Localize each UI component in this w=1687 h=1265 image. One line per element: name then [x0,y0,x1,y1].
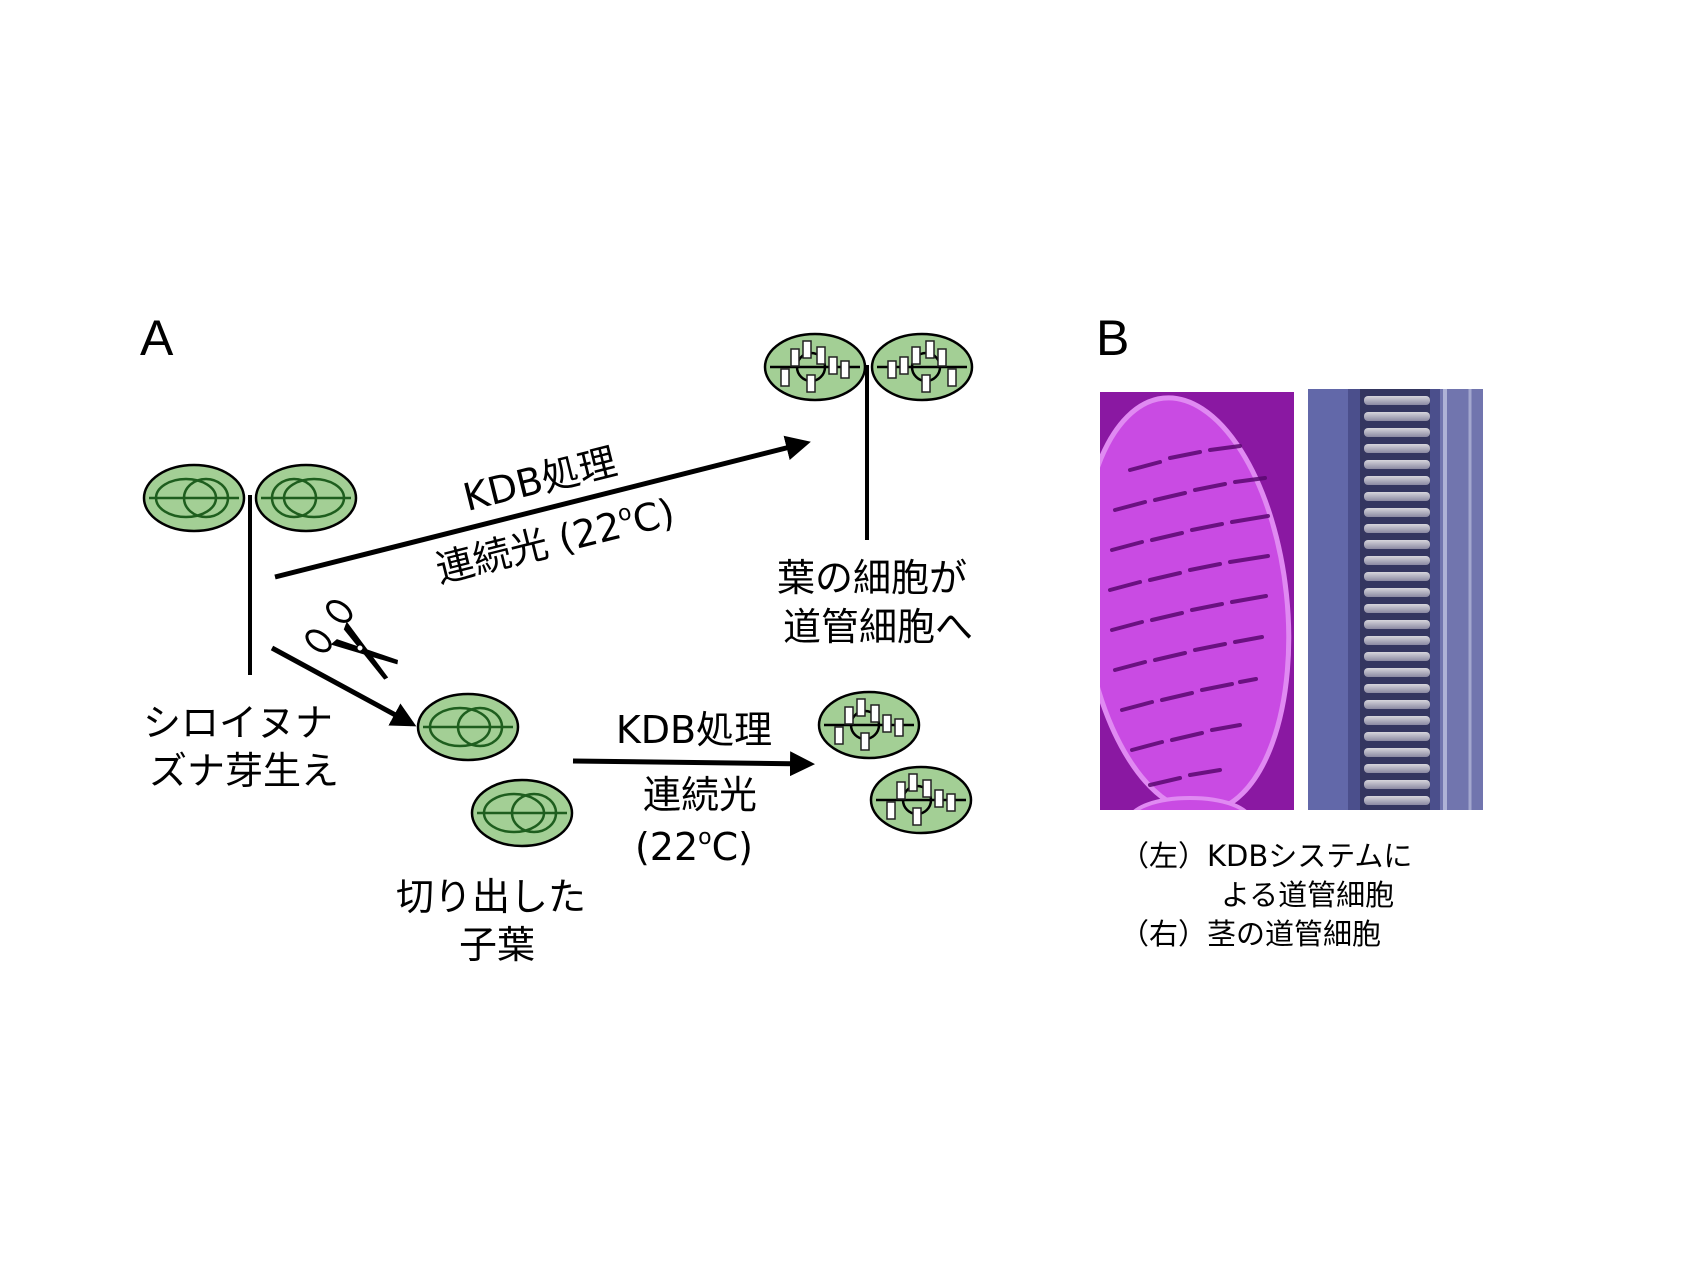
seedling-label: シロイヌナ ズナ芽生え [143,701,345,793]
treated-cotyledons [817,690,973,835]
result-label: 葉の細胞が 道管細胞へ [777,556,979,649]
lower-treatment-label: KDB処理 [616,708,772,752]
lower-temp-label: (22oC) [635,825,753,869]
stem-vessel-micrograph [1308,389,1483,810]
treated-seedling-illustration [763,332,974,540]
upper-arrow [274,435,811,580]
panel-b-caption: （左）KDBシステムに よる道管細胞 （右）茎の道管細胞 [1120,839,1422,951]
seedling-illustration [142,463,358,675]
lower-light-label: 連続光 [643,773,757,817]
panel-b-label: B [1096,310,1129,366]
scissors-icon [305,600,399,680]
excised-label: 切り出した 子葉 [396,875,598,967]
kdb-vessel-micrograph [1100,392,1294,810]
lower-arrow [572,751,815,777]
excised-cotyledons [416,692,574,848]
excision-arrow [270,645,417,727]
panel-a-label: A [140,310,174,366]
